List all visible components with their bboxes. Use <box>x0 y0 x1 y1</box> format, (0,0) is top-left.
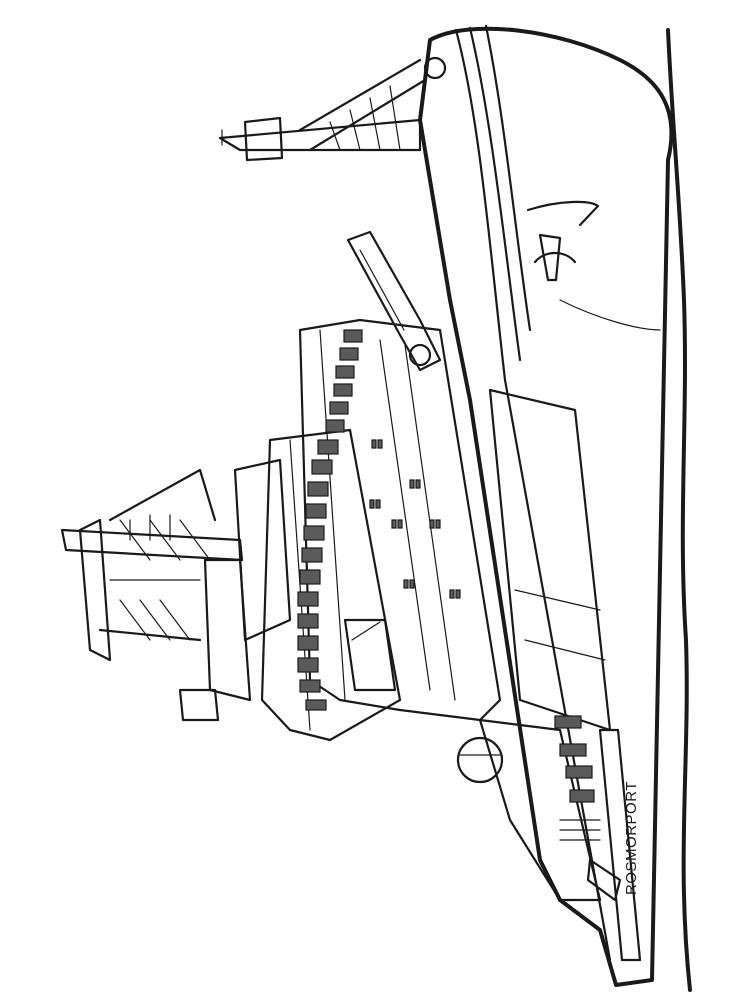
hull: ROSMORPORT <box>418 24 674 987</box>
radar-dome <box>456 736 504 784</box>
port-holes <box>369 439 461 599</box>
hull-name-text: ROSMORPORT <box>623 781 640 895</box>
boat-davit <box>346 230 442 372</box>
bridge-windows <box>297 329 363 711</box>
water-line <box>666 28 692 992</box>
bow-crane <box>218 58 427 162</box>
aft-deck <box>456 715 622 902</box>
superstructure <box>203 318 502 742</box>
main-mast <box>60 468 244 722</box>
anchor-emblem <box>533 233 577 282</box>
